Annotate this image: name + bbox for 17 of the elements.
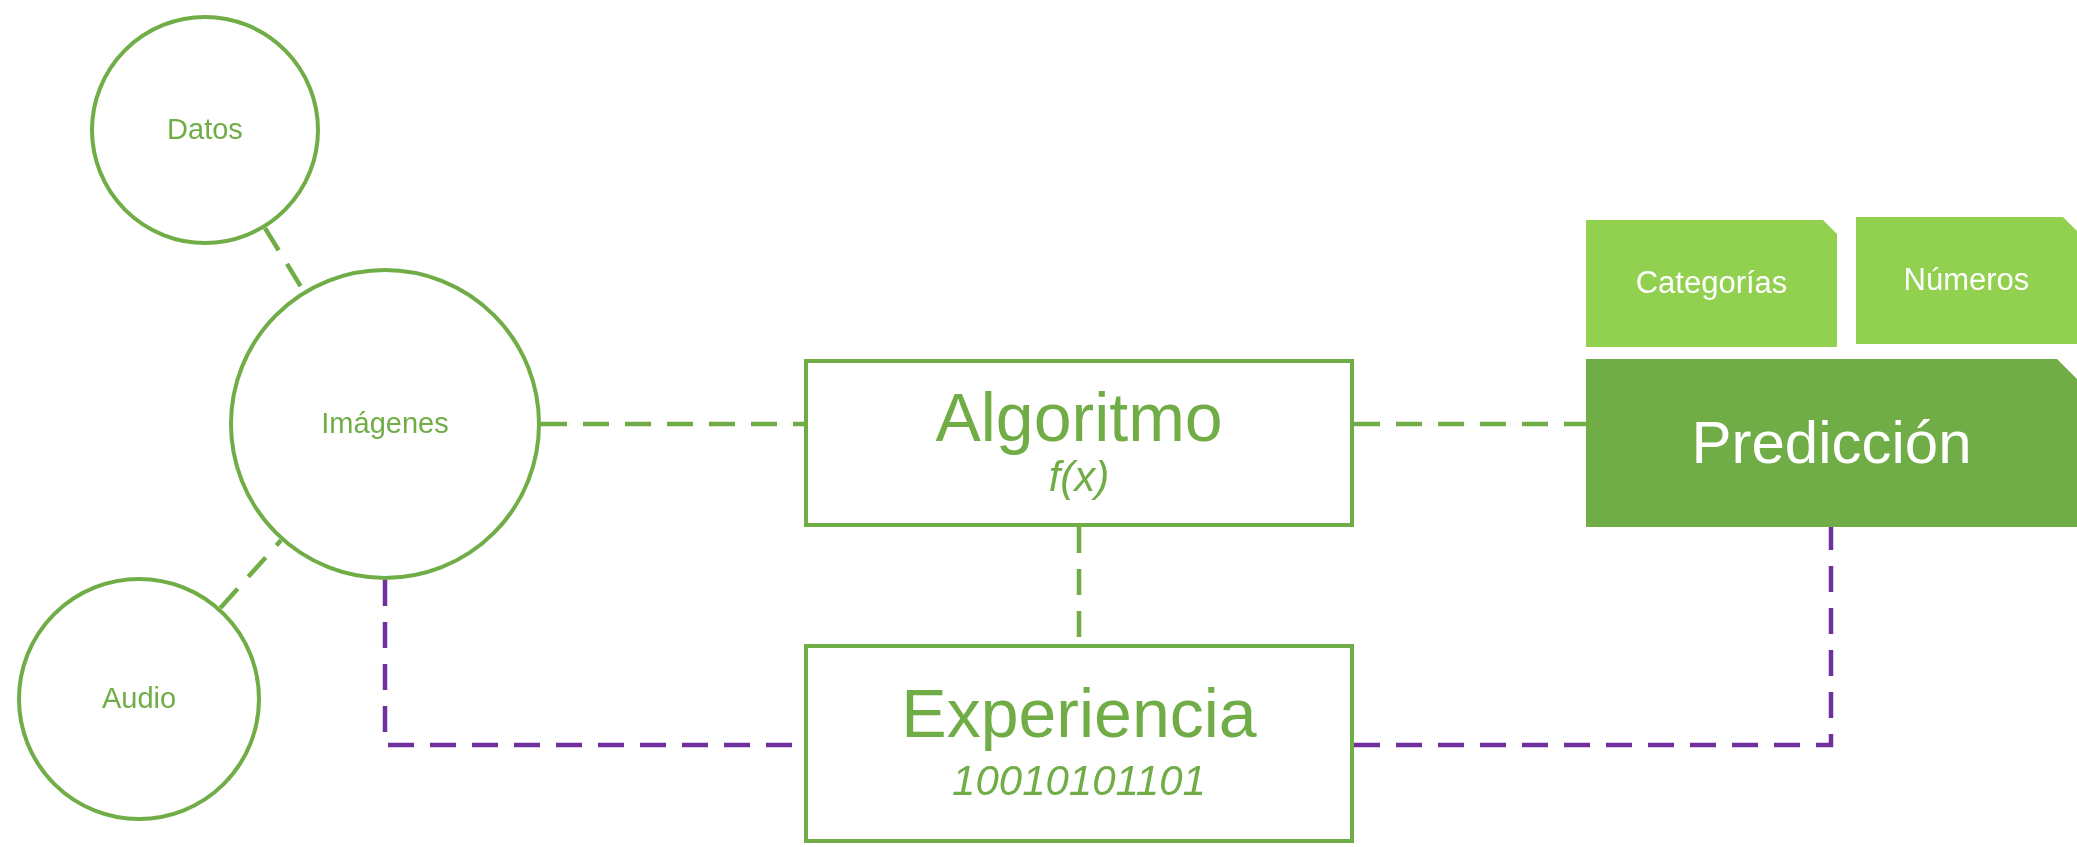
node-title: Números <box>1903 261 2030 300</box>
prediction-box <box>1586 359 2077 527</box>
process-box <box>804 359 1354 527</box>
node-subtitle: f(x) <box>1048 452 1110 502</box>
process-box <box>804 644 1354 843</box>
node-title: Datos <box>167 112 243 148</box>
output-tab <box>1586 220 1837 347</box>
dashed-connector <box>1354 527 1834 748</box>
node-title: Audio <box>101 681 177 717</box>
node-title: Categorías <box>1635 264 1788 303</box>
node-title: Imágenes <box>321 406 449 442</box>
dashed-connector <box>541 421 804 427</box>
node-subtitle: 10010101101 <box>952 756 1206 807</box>
dashed-connector <box>218 538 283 610</box>
output-tab <box>1856 217 2077 344</box>
node-title: Predicción <box>1691 408 1972 478</box>
dashed-connector <box>1354 421 1586 427</box>
